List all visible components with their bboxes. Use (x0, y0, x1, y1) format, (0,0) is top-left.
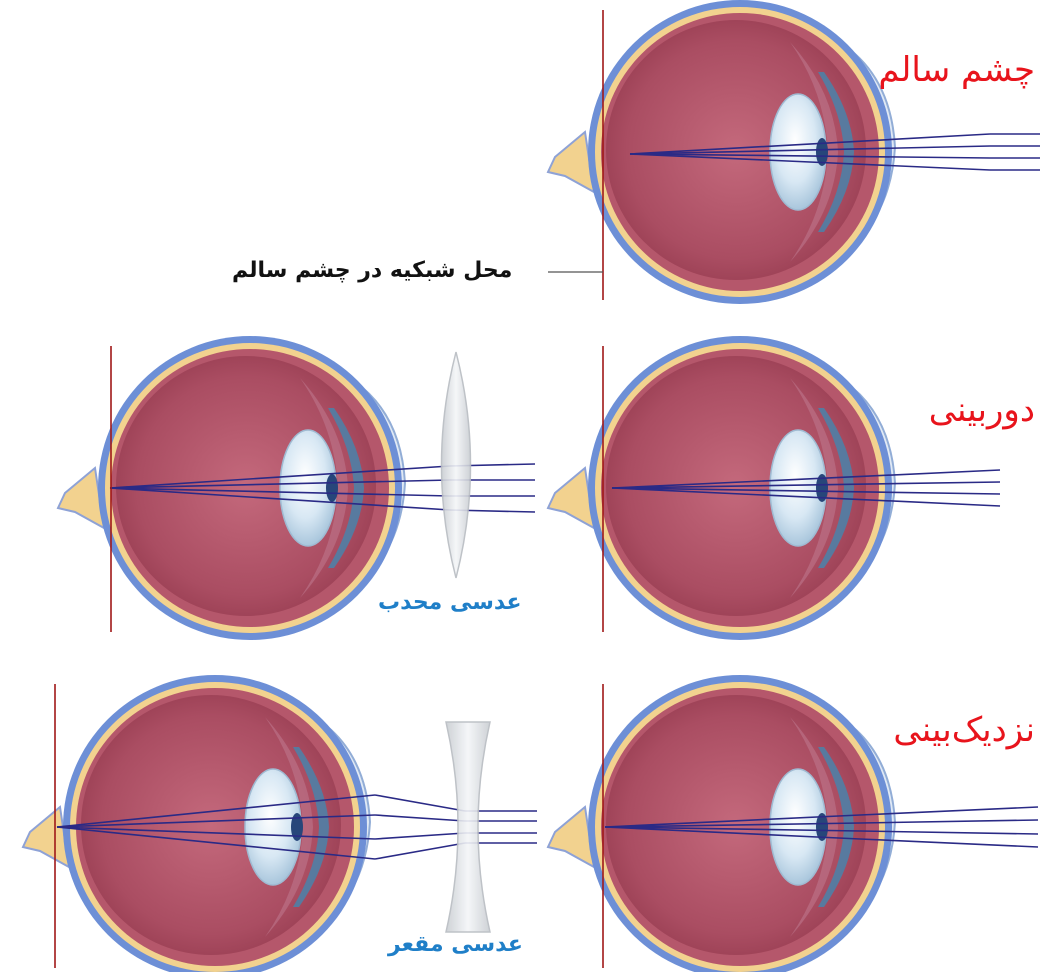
retina-annotation: محل شبکیه در چشم سالم (232, 258, 512, 283)
concave-lens-label: عدسی مقعر (388, 932, 523, 957)
convex-lens (442, 352, 471, 578)
eye-healthy (548, 0, 1040, 304)
concave-lens (446, 722, 490, 932)
convex-lens-label: عدسی محدب (378, 590, 522, 615)
eye-hyperopia (548, 336, 1000, 640)
title-healthy: چشم سالم (878, 50, 1035, 90)
title-myopia: نزدیک‌بینی (893, 710, 1035, 750)
title-hyperopia: دوربینی (929, 390, 1035, 430)
